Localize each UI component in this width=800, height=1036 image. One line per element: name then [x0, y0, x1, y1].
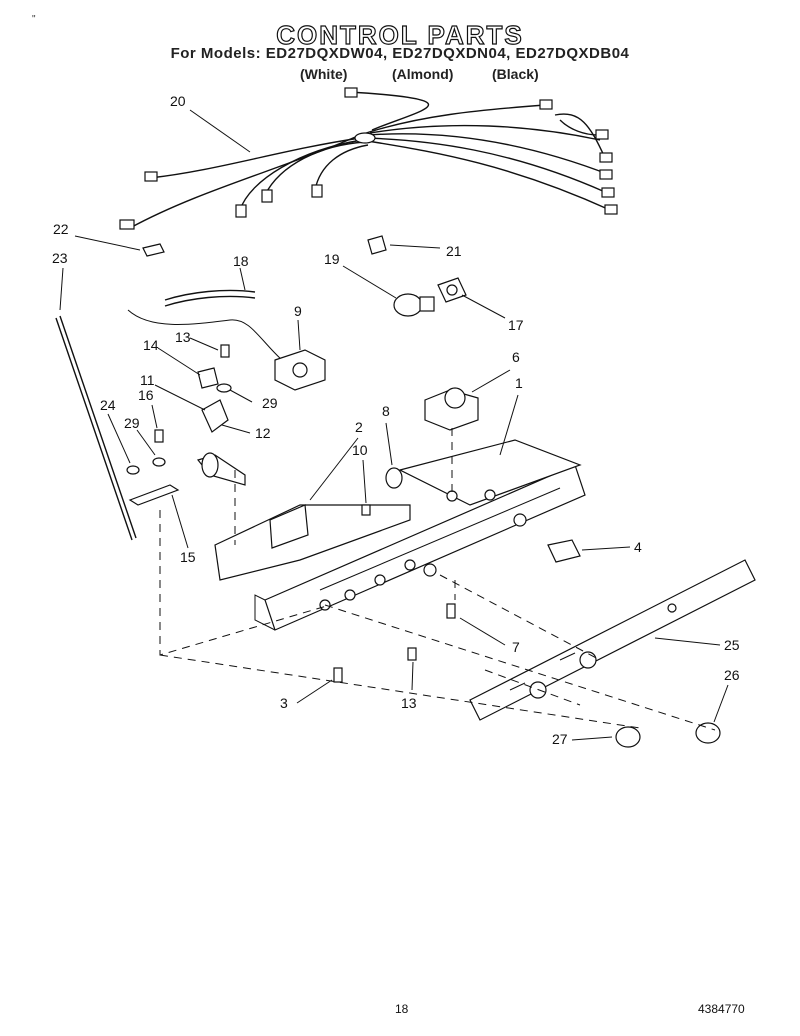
page-number: 18 — [395, 1002, 409, 1016]
callout-29-right: 29 — [262, 395, 278, 411]
callout-20: 20 — [170, 93, 186, 109]
callout-22: 22 — [53, 221, 69, 237]
callout-23: 23 — [52, 250, 68, 266]
callout-16: 16 — [138, 387, 154, 403]
callout-26: 26 — [724, 667, 740, 683]
callout-21: 21 — [446, 243, 462, 259]
bracket-icon — [196, 344, 246, 486]
callout-8: 8 — [382, 403, 390, 419]
model-list: For Models: ED27DQXDW04, ED27DQXDN04, ED… — [170, 45, 630, 62]
clip-icon — [142, 235, 387, 257]
tube-icon — [127, 289, 283, 361]
callout-29-left: 29 — [124, 415, 140, 431]
fastener-icon — [126, 429, 456, 683]
callout-1: 1 — [515, 375, 523, 391]
callout-labels: 20 22 21 23 18 19 17 9 13 14 29 11 12 6 … — [52, 93, 740, 747]
wire-harness-icon — [119, 87, 618, 230]
leader-lines — [59, 109, 729, 741]
callout-2: 2 — [355, 419, 363, 435]
callout-17: 17 — [508, 317, 524, 333]
defrost-timer-icon — [424, 387, 479, 431]
callout-6: 6 — [512, 349, 520, 365]
callout-11: 11 — [140, 372, 155, 388]
callout-25: 25 — [724, 637, 740, 653]
mounting-bracket-icon — [214, 504, 411, 581]
callout-4: 4 — [634, 539, 642, 555]
callout-13-bottom: 13 — [401, 695, 417, 711]
rod-icon — [55, 315, 137, 541]
callout-19: 19 — [324, 251, 340, 267]
color-variants: (White) (Almond) (Black) — [0, 66, 800, 84]
color-black: (Black) — [492, 66, 539, 82]
corner-mark: " — [32, 14, 36, 25]
thermostat-icon — [274, 349, 326, 391]
callout-9: 9 — [294, 303, 302, 319]
switch-icon — [547, 539, 581, 563]
callout-18: 18 — [233, 253, 249, 269]
callout-24: 24 — [100, 397, 116, 413]
callout-15: 15 — [180, 549, 196, 565]
assembly-lines — [159, 428, 716, 731]
light-bulb-icon — [393, 293, 435, 317]
callout-7: 7 — [512, 639, 520, 655]
color-almond: (Almond) — [392, 66, 454, 82]
callout-12: 12 — [255, 425, 271, 441]
page-title: CONTROL PARTS — [276, 19, 524, 50]
callout-14: 14 — [143, 337, 159, 353]
control-housing-icon — [254, 439, 586, 631]
callout-3: 3 — [280, 695, 288, 711]
bulb-socket-icon — [437, 277, 467, 303]
color-white: (White) — [300, 66, 348, 82]
callout-10: 10 — [352, 442, 368, 458]
callout-27: 27 — [552, 731, 568, 747]
callout-13-top: 13 — [175, 329, 191, 345]
knob-icon — [615, 722, 721, 748]
part-number: 4384770 — [698, 1002, 745, 1016]
